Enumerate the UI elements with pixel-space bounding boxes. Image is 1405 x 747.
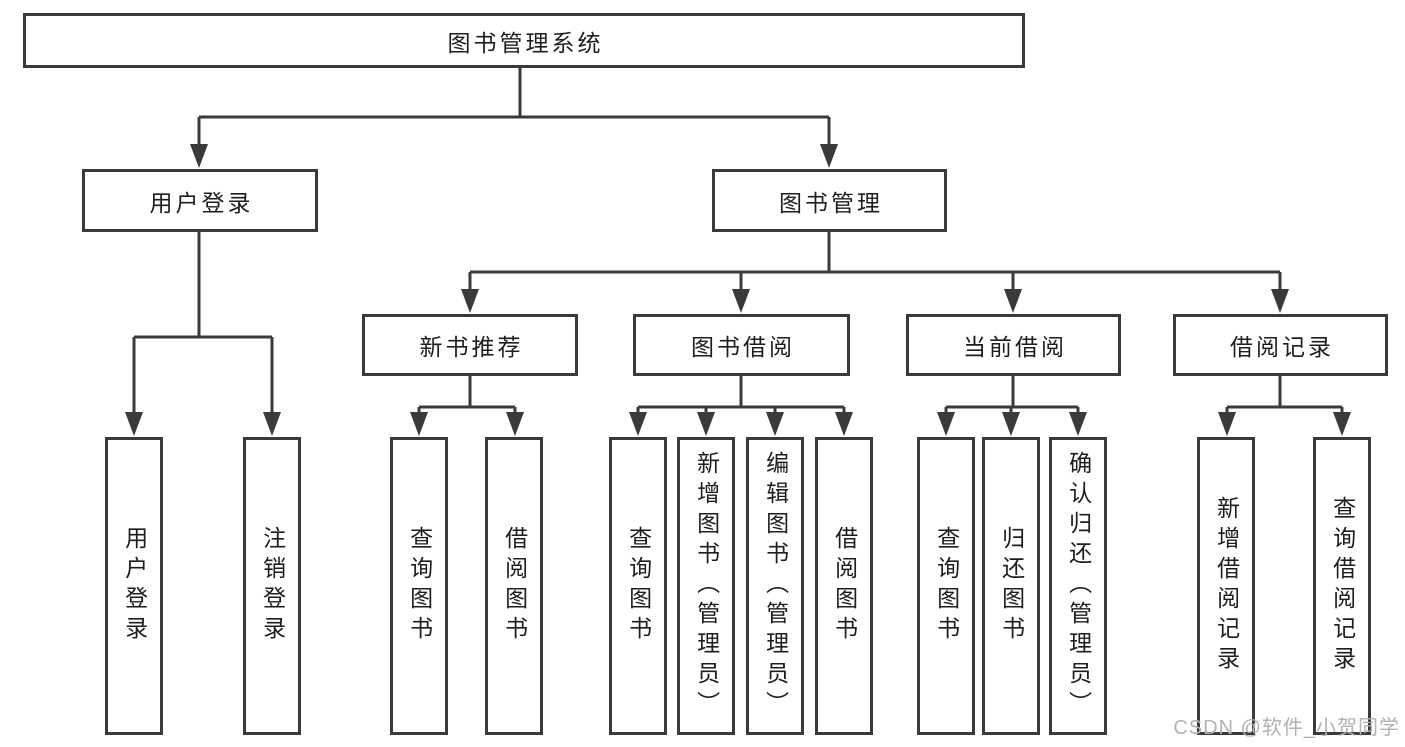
leaf-query-books-1: 查询图书 — [390, 437, 448, 735]
leaf-add-book-admin-label: 新增图书（管理员） — [693, 451, 720, 721]
leaf-query-books-2-label: 查询图书 — [625, 526, 652, 646]
leaf-add-borrow-record: 新增借阅记录 — [1197, 437, 1255, 735]
leaf-borrow-books-2: 借阅图书 — [815, 437, 873, 735]
leaf-user-login-label: 用户登录 — [121, 526, 148, 646]
leaf-return-book-label: 归还图书 — [998, 526, 1025, 646]
node-user-login: 用户登录 — [82, 169, 318, 232]
leaf-user-login: 用户登录 — [105, 437, 163, 735]
leaf-confirm-return-admin-label: 确认归还（管理员） — [1065, 451, 1092, 721]
node-current-borrow: 当前借阅 — [906, 314, 1121, 376]
leaf-borrow-books-1-label: 借阅图书 — [501, 526, 528, 646]
leaf-query-borrow-record-label: 查询借阅记录 — [1329, 496, 1356, 676]
node-book-borrow: 图书借阅 — [633, 314, 850, 376]
node-book-management: 图书管理 — [712, 169, 947, 232]
leaf-edit-book-admin: 编辑图书（管理员） — [746, 437, 804, 735]
leaf-edit-book-admin-label: 编辑图书（管理员） — [762, 451, 789, 721]
leaf-query-borrow-record: 查询借阅记录 — [1313, 437, 1371, 735]
leaf-query-books-3: 查询图书 — [917, 437, 975, 735]
node-borrow-records: 借阅记录 — [1173, 314, 1388, 376]
node-root: 图书管理系统 — [23, 13, 1025, 68]
leaf-query-books-1-label: 查询图书 — [406, 526, 433, 646]
leaf-borrow-books-1: 借阅图书 — [485, 437, 543, 735]
leaf-query-books-3-label: 查询图书 — [933, 526, 960, 646]
csdn-watermark: CSDN @软件_小贺同学 — [1173, 717, 1400, 739]
node-new-book-recommend: 新书推荐 — [362, 314, 578, 376]
leaf-logout-label: 注销登录 — [259, 526, 286, 646]
leaf-borrow-books-2-label: 借阅图书 — [831, 526, 858, 646]
leaf-add-book-admin: 新增图书（管理员） — [677, 437, 735, 735]
leaf-logout: 注销登录 — [243, 437, 301, 735]
leaf-add-borrow-record-label: 新增借阅记录 — [1213, 496, 1240, 676]
leaf-return-book: 归还图书 — [982, 437, 1040, 735]
leaf-query-books-2: 查询图书 — [609, 437, 667, 735]
leaf-confirm-return-admin: 确认归还（管理员） — [1049, 437, 1107, 735]
